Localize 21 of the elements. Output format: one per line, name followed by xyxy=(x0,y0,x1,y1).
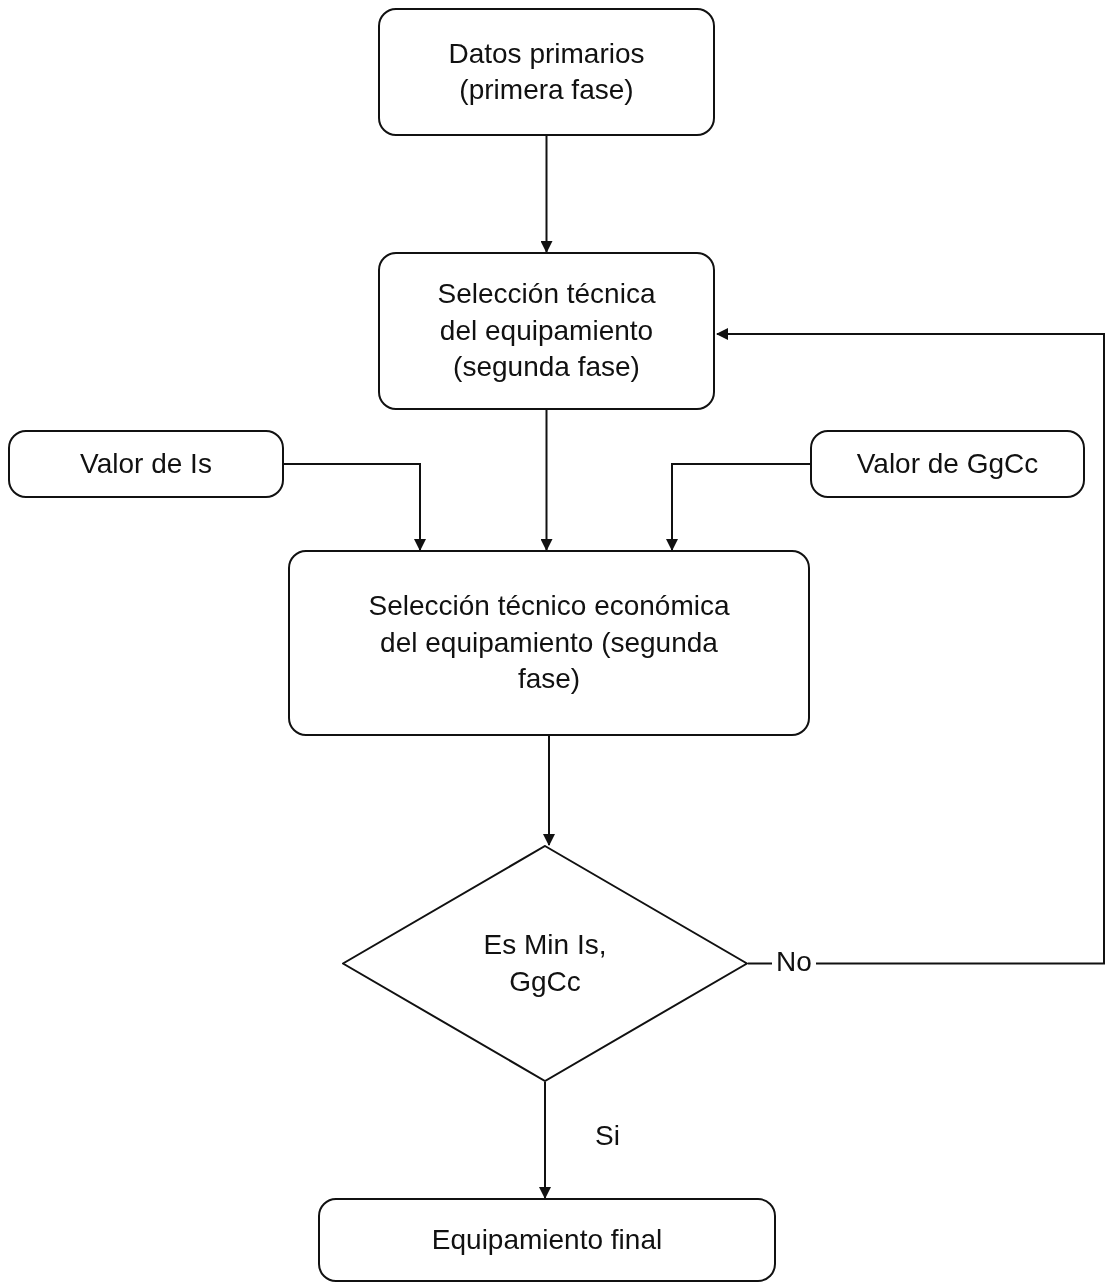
arrow xyxy=(539,1081,551,1199)
process-box xyxy=(288,550,810,736)
node-text: Es Min Is, GgCc xyxy=(482,928,608,999)
process-box xyxy=(810,430,1085,498)
decision-diamond xyxy=(342,845,748,1082)
arrow xyxy=(666,463,811,551)
node-text: Selección técnica del equipamiento (segunda fase) xyxy=(436,277,657,385)
node-text: Valor de Is xyxy=(80,446,212,481)
process-box xyxy=(378,252,715,410)
process-box xyxy=(378,8,715,136)
arrow xyxy=(543,735,555,846)
node-text: Datos primarios (primera fase) xyxy=(447,36,646,107)
node-text: Selección técnico económica del equipamiento (segunda fase) xyxy=(367,589,731,697)
arrow xyxy=(283,463,426,551)
process-box xyxy=(318,1198,776,1282)
arrow xyxy=(716,328,1105,965)
arrow xyxy=(540,409,553,551)
node-text: Valor de GgCc xyxy=(856,446,1039,481)
node-text: Equipamiento final xyxy=(431,1222,663,1257)
arrow xyxy=(540,135,553,253)
process-box xyxy=(8,430,284,498)
